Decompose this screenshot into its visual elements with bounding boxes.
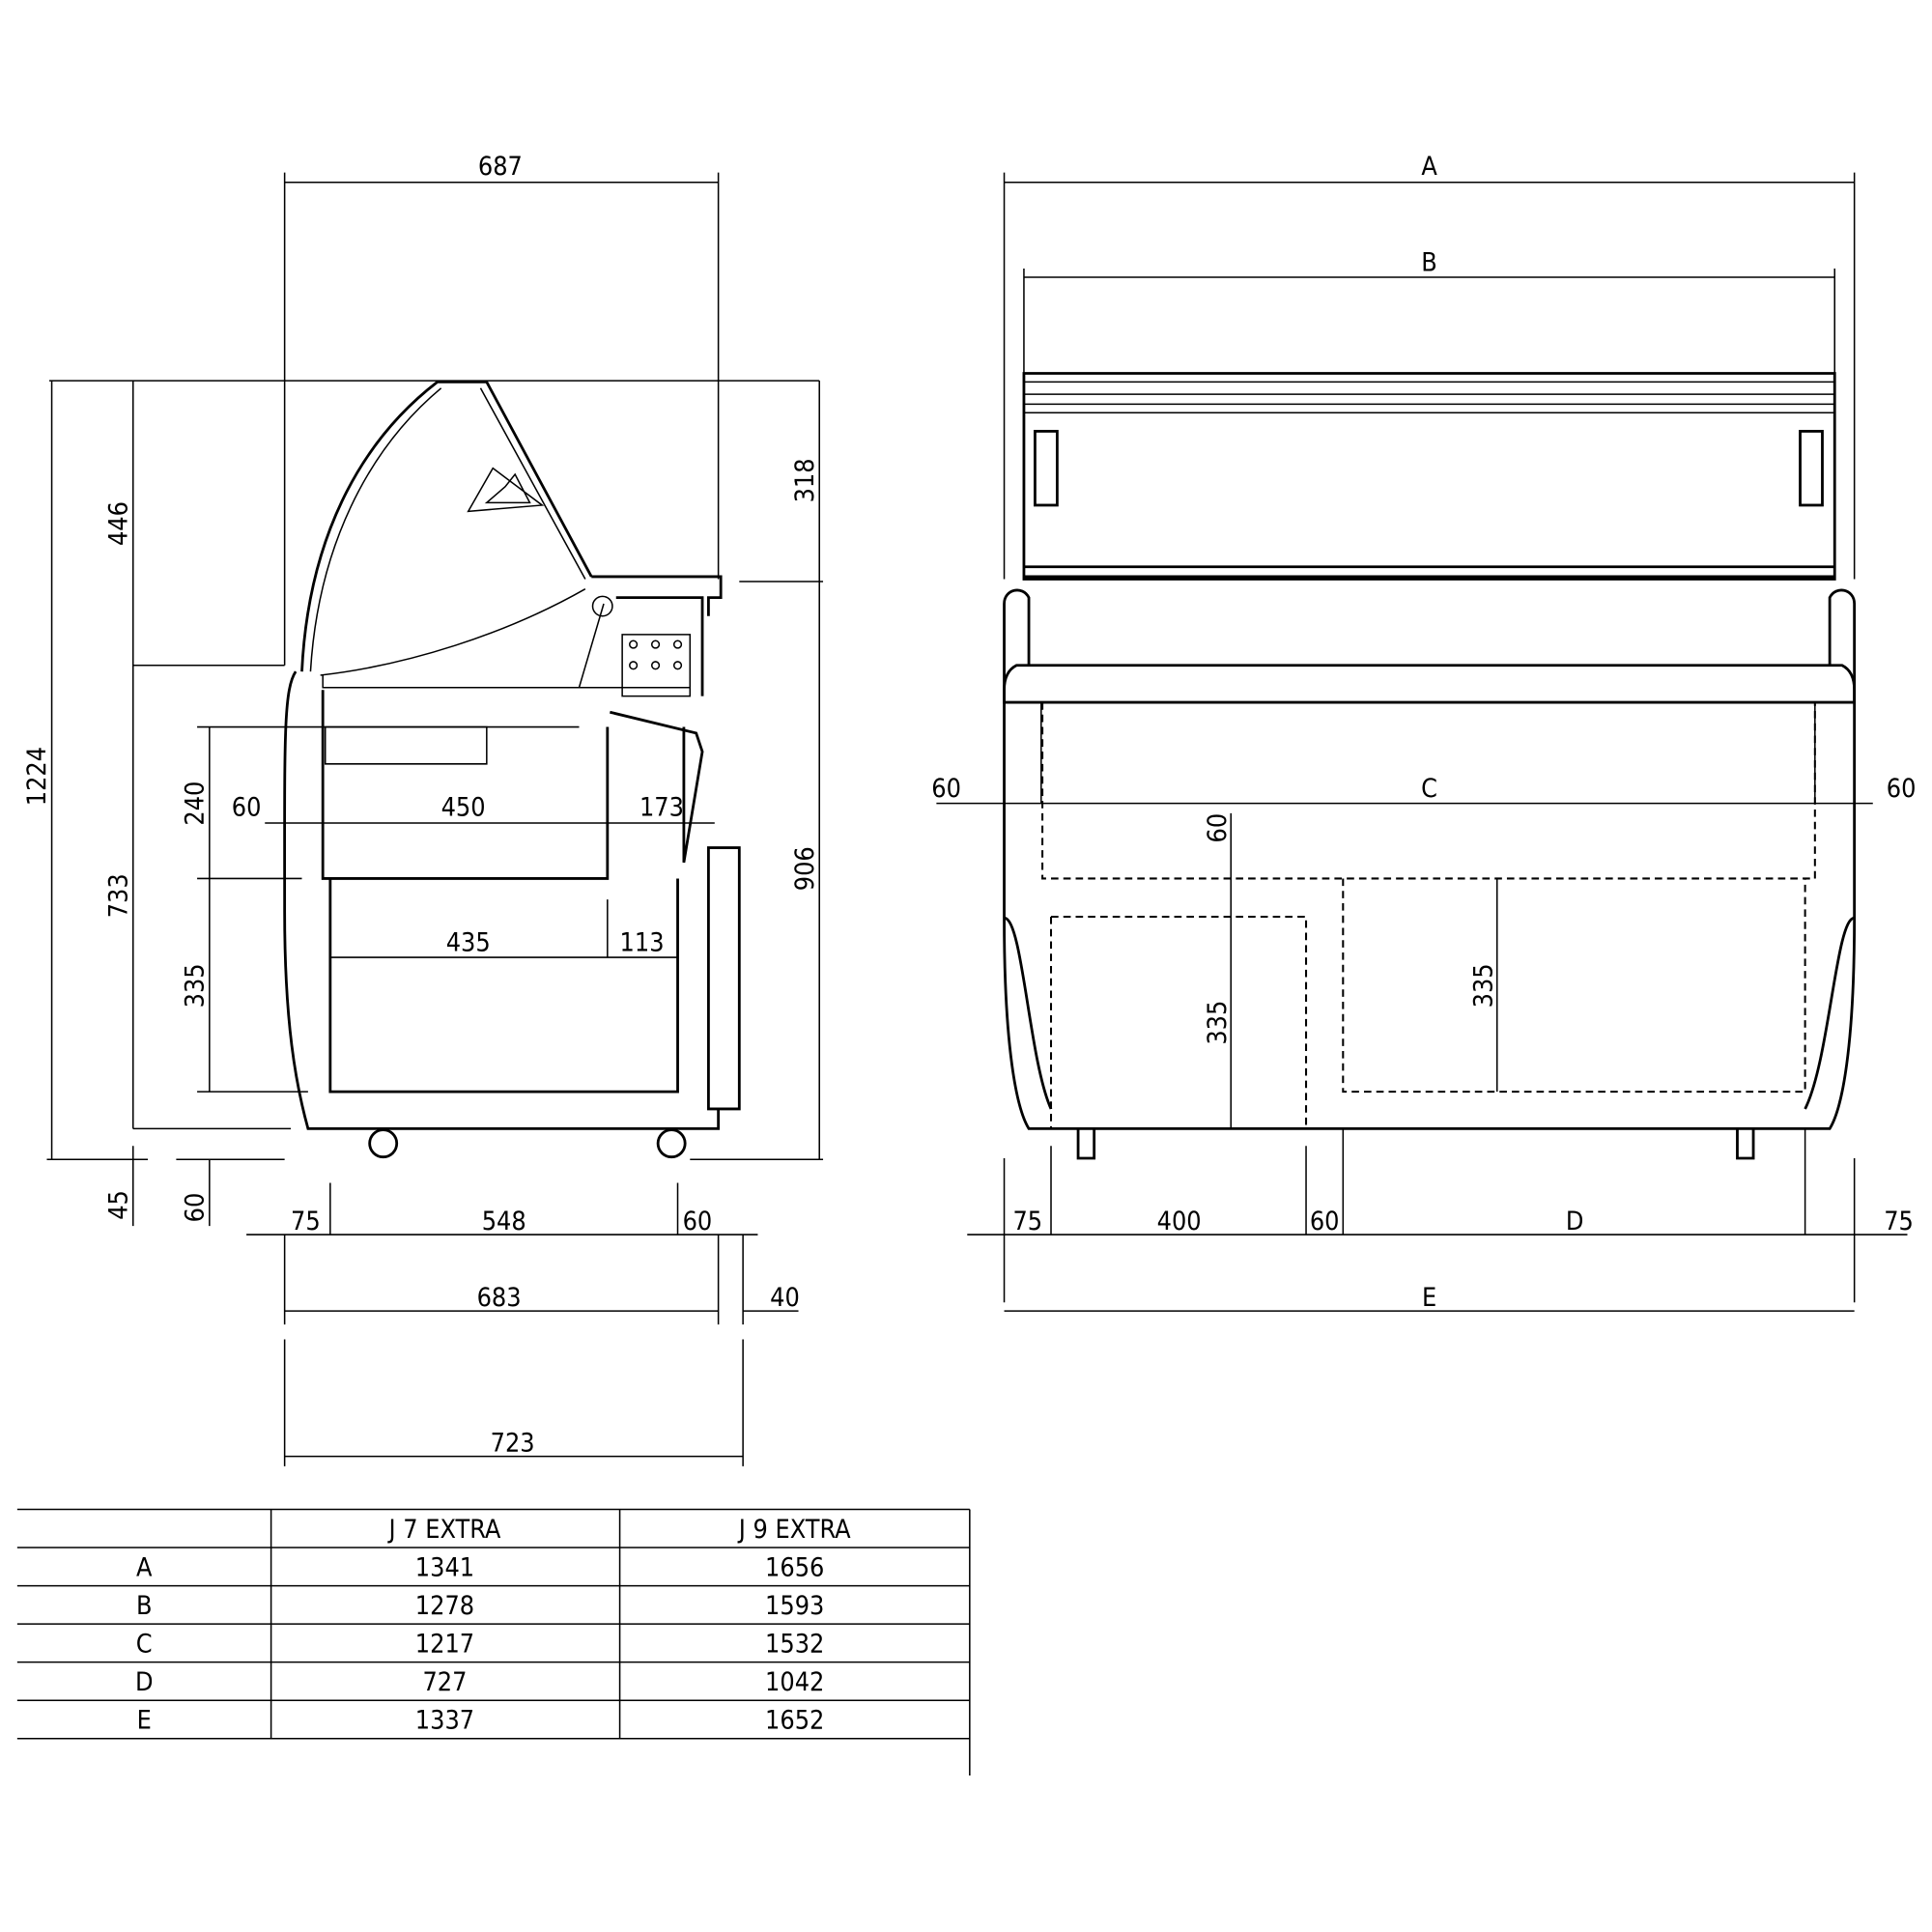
side-view: 687 446 318 1224 733 906 240 60 450 173 … (22, 152, 824, 1466)
dim-E: E (1422, 1283, 1436, 1313)
table-cell: 1652 (765, 1706, 824, 1736)
table-cell: 1217 (415, 1629, 474, 1659)
dim-548: 548 (482, 1207, 526, 1236)
table-cell: 1337 (415, 1706, 474, 1736)
table-cell: A (136, 1552, 153, 1582)
dim-C: C (1421, 774, 1437, 804)
table-cell: E (137, 1706, 152, 1736)
dim-335: 335 (180, 963, 210, 1008)
dim-683: 683 (477, 1283, 522, 1313)
table-cell: D (135, 1667, 154, 1697)
dim-B: B (1421, 248, 1437, 278)
table-row: E 1337 1652 (137, 1706, 825, 1736)
table-row: D 727 1042 (135, 1667, 824, 1697)
dim-75: 75 (291, 1207, 321, 1236)
dim-60-door: 60 (683, 1207, 713, 1236)
table-header: J 7 EXTRA (387, 1515, 501, 1545)
table-header: J 9 EXTRA (737, 1515, 851, 1545)
dim-45: 45 (103, 1190, 133, 1220)
front-view: A B C 60 60 60 335 335 75 400 60 D 75 E (931, 152, 1916, 1313)
table-row: A 1341 1656 (136, 1552, 824, 1582)
dim-60-right: 60 (1887, 774, 1917, 804)
dim-446: 446 (103, 501, 133, 546)
dim-687: 687 (478, 152, 523, 182)
dim-60-mid: 60 (1310, 1207, 1340, 1236)
dim-318: 318 (790, 458, 820, 502)
table-cell: B (136, 1591, 153, 1621)
table-cell: 1656 (765, 1552, 824, 1582)
dim-60-vertical: 60 (1203, 813, 1233, 843)
dim-173: 173 (639, 792, 684, 822)
table-cell: C (136, 1629, 153, 1659)
dim-435: 435 (446, 928, 491, 958)
dim-906: 906 (790, 846, 820, 891)
table-cell: 1341 (415, 1552, 474, 1582)
dim-75-right: 75 (1884, 1207, 1914, 1236)
dim-D: D (1566, 1207, 1584, 1236)
dim-60-left: 60 (931, 774, 961, 804)
dim-113: 113 (620, 928, 665, 958)
table-cell: 1278 (415, 1591, 474, 1621)
table-cell: 1593 (765, 1591, 824, 1621)
table-row: B 1278 1593 (136, 1591, 824, 1621)
dim-60-wheel: 60 (180, 1193, 210, 1223)
dim-335-right: 335 (1469, 963, 1499, 1008)
table-cell: 1532 (765, 1629, 824, 1659)
dim-335-left: 335 (1203, 1001, 1233, 1045)
dim-A: A (1421, 152, 1437, 182)
table-cell: 1042 (765, 1667, 824, 1697)
table-row: C 1217 1532 (136, 1629, 825, 1659)
dim-60: 60 (232, 792, 262, 822)
dim-450: 450 (441, 792, 486, 822)
dim-400: 400 (1157, 1207, 1202, 1236)
dim-723: 723 (491, 1429, 535, 1459)
dim-40: 40 (770, 1283, 800, 1313)
table-cell: 727 (422, 1667, 467, 1697)
dim-1224: 1224 (22, 747, 52, 806)
dim-240: 240 (180, 781, 210, 826)
dim-733: 733 (103, 873, 133, 918)
dim-75-left: 75 (1012, 1207, 1042, 1236)
